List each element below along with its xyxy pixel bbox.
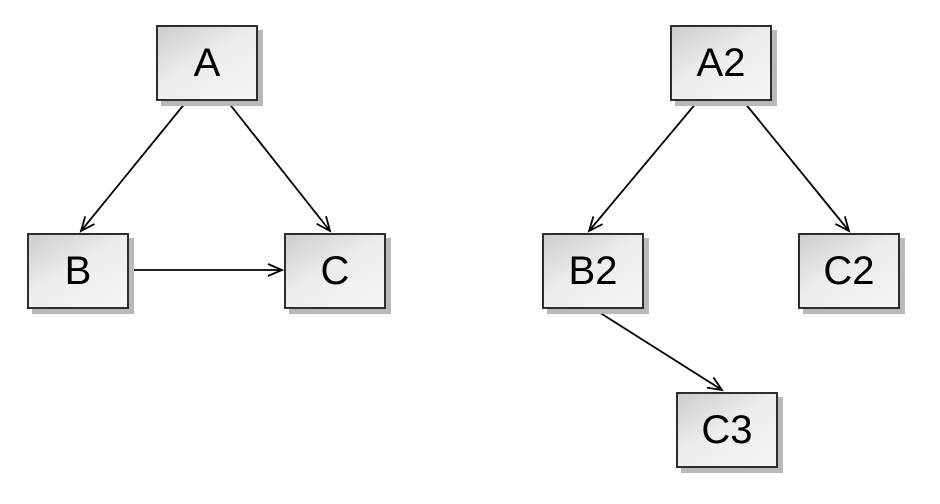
node-B2[interactable]: B2 — [542, 233, 644, 309]
node-B-label: B — [64, 249, 92, 293]
node-A2[interactable]: A2 — [670, 25, 772, 101]
node-A-label: A — [193, 41, 221, 85]
node-C3[interactable]: C3 — [676, 392, 778, 468]
node-C[interactable]: C — [284, 233, 386, 309]
node-C3-label: C3 — [701, 408, 753, 452]
edge-A-to-B — [81, 101, 187, 231]
edge-B2-to-C3 — [593, 308, 722, 390]
node-A2-label: A2 — [696, 41, 746, 85]
node-C-label: C — [320, 249, 350, 293]
node-C2-label: C2 — [823, 249, 875, 293]
node-B[interactable]: B — [27, 233, 129, 309]
node-A[interactable]: A — [156, 25, 258, 101]
edge-A2-to-C2 — [743, 101, 849, 231]
node-C2[interactable]: C2 — [798, 233, 900, 309]
edge-A2-to-B2 — [589, 101, 698, 231]
node-B2-label: B2 — [568, 249, 618, 293]
edge-A-to-C — [227, 101, 330, 231]
